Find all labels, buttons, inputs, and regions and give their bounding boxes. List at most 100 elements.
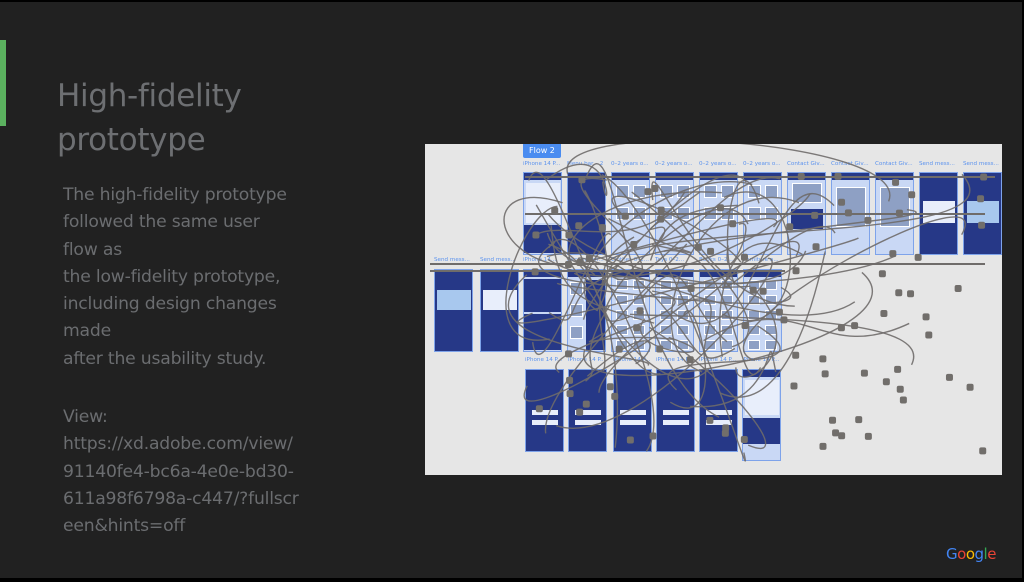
artboard-label: iPhone 14 P... (656, 357, 694, 363)
artboard-label: Recommen... (567, 257, 604, 263)
artboard-label: Furniture a... (743, 257, 779, 263)
flow-badge: Flow 2 (523, 144, 561, 158)
google-logo-letter: g (974, 545, 985, 563)
artboard-thumb (616, 295, 628, 305)
wire-node (878, 270, 886, 278)
artboard-label: Clothes 0–2... (611, 257, 650, 263)
artboard-header (568, 173, 605, 180)
wire-node (864, 432, 872, 440)
artboard (656, 369, 695, 452)
artboard-button (532, 410, 558, 415)
artboard-header (524, 270, 561, 277)
artboard-label: Contact Giv... (831, 161, 869, 167)
artboard-thumb (721, 325, 733, 335)
artboard-header (832, 173, 869, 180)
artboard (787, 172, 826, 255)
artboard-thumb (721, 207, 734, 220)
artboard (611, 172, 650, 255)
artboard-thumb (721, 185, 734, 198)
artboard-label: Contact Giv... (875, 161, 913, 167)
artboard-label: Books 0–2... (699, 257, 733, 263)
artboard-thumb (616, 207, 629, 220)
view-label: View: (63, 407, 108, 427)
artboard-label: 0–2 years o... (655, 161, 693, 167)
artboard-header (524, 173, 561, 180)
artboard-thumb (616, 340, 628, 350)
artboard-header (656, 270, 693, 277)
artboard-thumb (748, 325, 760, 335)
artboard-header (656, 173, 693, 180)
wire-node (829, 416, 837, 424)
artboard-thumb (721, 310, 733, 320)
artboard-message (437, 290, 471, 310)
artboard-label: iPhone 14 P... (742, 357, 780, 363)
artboard-thumb (704, 310, 716, 320)
artboard (743, 172, 782, 255)
artboard-message (483, 290, 517, 310)
artboard-thumb (633, 207, 646, 220)
wire-node (907, 290, 915, 298)
artboard-content (524, 225, 561, 253)
artboard-thumb (616, 310, 628, 320)
artboard-header (964, 173, 1001, 180)
accent-bar (0, 40, 6, 126)
view-link-block: View: https://xd.adobe.com/view/ 91140fe… (63, 404, 353, 540)
artboard-thumb (765, 280, 777, 290)
artboard-content (586, 280, 605, 350)
prototype-link[interactable]: https://xd.adobe.com/view/ 91140fe4-bc6a… (63, 434, 299, 537)
google-logo-letter: G (946, 545, 958, 563)
artboard (480, 269, 519, 352)
artboard-thumb (633, 295, 645, 305)
artboard (919, 172, 958, 255)
wire-node (851, 322, 859, 330)
artboard-label: iPhone 14 P... (525, 357, 563, 363)
wire-node (819, 442, 827, 450)
artboard-label: 0–2 years o... (611, 161, 649, 167)
artboard-thumb (792, 183, 822, 203)
artboard-thumb (660, 207, 673, 220)
artboard-thumb (704, 325, 716, 335)
artboard-thumb (704, 340, 716, 350)
artboard-label: iPhone 14... (523, 257, 557, 263)
artboard-label: iPhone 14 P... (523, 161, 561, 167)
artboard (567, 269, 606, 352)
slide-title: High-fidelity prototype (57, 78, 242, 158)
artboard-thumb (660, 340, 672, 350)
artboard-content (524, 314, 561, 350)
artboard (742, 369, 781, 461)
wire-node (838, 432, 846, 440)
artboard-header (876, 173, 913, 180)
wire-node (954, 284, 962, 292)
artboard-header (435, 270, 472, 277)
artboard-message (967, 201, 999, 223)
google-logo-letter: o (957, 545, 966, 563)
artboard-thumb (765, 340, 777, 350)
artboard-thumb (660, 280, 672, 290)
artboard (963, 172, 1002, 255)
artboard-thumb (721, 340, 733, 350)
artboard-button (575, 410, 601, 415)
artboard-header (612, 173, 649, 180)
artboard-button (620, 420, 646, 425)
artboard-header (481, 270, 518, 277)
artboard-thumb (633, 340, 645, 350)
artboard (743, 269, 782, 352)
artboard (523, 172, 562, 255)
wire-node (821, 370, 829, 378)
artboard-thumb (748, 340, 760, 350)
wire-node (922, 313, 930, 321)
artboard-thumb (616, 280, 628, 290)
artboard-header (788, 173, 825, 180)
artboard-thumb (633, 185, 646, 198)
artboard-thumb (660, 310, 672, 320)
artboard (655, 269, 694, 352)
wire-node (966, 383, 974, 391)
wire-node (925, 331, 933, 339)
artboard-thumb (677, 280, 689, 290)
artboard-thumb (616, 185, 629, 198)
artboard-header (568, 270, 605, 277)
artboard-thumb (836, 187, 866, 227)
artboard-thumb (677, 325, 689, 335)
artboard-header (743, 370, 780, 377)
wire-node (979, 447, 987, 455)
